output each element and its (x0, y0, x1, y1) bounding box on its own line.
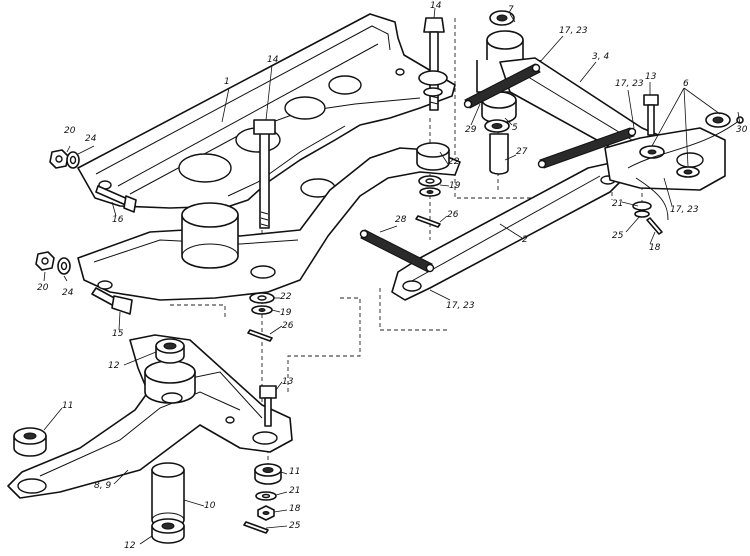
main-frame (77, 13, 461, 301)
part-label-19-upper: 19 (449, 181, 461, 191)
part-label-29: 29 (465, 125, 477, 135)
bearing-11-left (13, 427, 47, 457)
part-label-17-23-right: 17, 23 (615, 79, 644, 89)
part-label-22-upper: 22 (448, 157, 460, 167)
strap-17-23-mid (537, 127, 637, 169)
part-label-15: 15 (112, 329, 124, 339)
part-label-6: 6 (683, 79, 689, 89)
bolt-16 (95, 185, 137, 213)
part-label-13-upper: 13 (645, 72, 657, 82)
part-label-24-lower: 24 (62, 288, 74, 298)
part-label-14-left: 14 (267, 55, 279, 65)
bolt-15 (91, 287, 133, 315)
part-label-30: 30 (736, 125, 748, 135)
part-label-25-lower: 25 (289, 521, 301, 531)
part-label-11-left: 11 (62, 401, 74, 411)
part-label-1: 1 (224, 77, 230, 87)
bearing-12-upper (155, 338, 185, 364)
part-label-24-upper: 24 (85, 134, 97, 144)
bearing-12-lower (151, 518, 185, 544)
nut-washer-lower-left (35, 251, 71, 275)
part-label-25-right: 25 (612, 231, 624, 241)
part-label-18-lower: 18 (289, 504, 301, 514)
part-label-14-right: 14 (430, 1, 442, 11)
bolt-14-right (418, 17, 448, 111)
part-label-10: 10 (204, 501, 216, 511)
part-label-5: 5 (512, 123, 518, 133)
leader-lines (43, 7, 741, 545)
nut-washer-upper-left (49, 149, 80, 169)
bolt-14-left (253, 119, 276, 229)
part-label-12-lower: 12 (124, 541, 136, 551)
roller-5-assembly (481, 91, 517, 175)
part-label-26-upper: 26 (447, 210, 459, 220)
part-label-16: 16 (112, 215, 124, 225)
part-label-17-23-lower-right: 17, 23 (670, 205, 699, 215)
strap-29 (463, 63, 541, 109)
washer-stack-lower (247, 292, 275, 342)
part-label-8-9: 8, 9 (94, 481, 112, 491)
part-label-2: 2 (522, 235, 528, 245)
washer-stack-bottom (243, 463, 282, 534)
part-label-20-upper: 20 (64, 126, 76, 136)
part-label-27: 27 (516, 147, 528, 157)
part-label-19-lower: 19 (280, 308, 292, 318)
lower-lever-8-9 (7, 334, 293, 499)
part-label-22-lower: 22 (280, 292, 292, 302)
shaft-10 (151, 462, 185, 528)
part-label-28: 28 (395, 215, 407, 225)
part-label-26-lower: 26 (282, 321, 294, 331)
part-label-3-4: 3, 4 (592, 52, 610, 62)
bolt-13-lower (259, 385, 277, 427)
part-label-13-lower: 13 (282, 377, 294, 387)
strap-28 (359, 229, 435, 273)
part-label-20-lower: 20 (37, 283, 49, 293)
part-label-12-upper: 12 (108, 361, 120, 371)
part-label-18-right: 18 (649, 243, 661, 253)
part-label-17-23-bottom: 17, 23 (446, 301, 475, 311)
part-label-17-23-top: 17, 23 (559, 26, 588, 36)
right-end-fitting (604, 94, 731, 235)
washer-stack-upper (415, 142, 450, 228)
part-label-21-lower: 21 (289, 486, 301, 496)
part-label-21-right: 21 (612, 199, 624, 209)
part-label-11-right: 11 (289, 467, 301, 477)
part-label-7: 7 (508, 5, 514, 15)
